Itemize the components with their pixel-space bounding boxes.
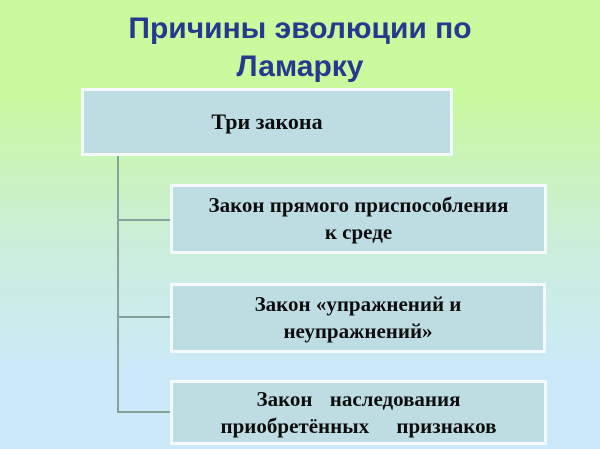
box-label-line: Три закона: [211, 109, 323, 134]
connector-branch-1: [117, 219, 170, 221]
box-law-exercise-nonexercise: Закон «упражнений и неупражнений»: [170, 283, 546, 353]
connector-branch-2: [117, 316, 170, 318]
slide-title-line: Причины эволюции по: [128, 12, 472, 45]
box-label-line: неупражнений»: [283, 319, 433, 343]
connector-branch-3: [117, 411, 170, 413]
box-law-direct-adaptation: Закон прямого приспособления к среде: [170, 184, 547, 254]
box-label-line: приобретённых признаков: [220, 413, 497, 438]
box-label-line: к среде: [324, 220, 393, 244]
connector-trunk: [117, 156, 119, 413]
slide-title: Причины эволюции по Ламарку: [0, 10, 600, 86]
box-law-inheritance-acquired: Закон наследования приобретённых признак…: [170, 380, 547, 445]
box-label-line: Закон прямого приспособления: [208, 193, 509, 217]
slide-title-line: Ламарку: [236, 50, 364, 83]
box-label-line: Закон наследования: [256, 386, 461, 411]
box-three-laws: Три закона: [81, 88, 453, 156]
box-label-line: Закон «упражнений и: [254, 292, 462, 316]
